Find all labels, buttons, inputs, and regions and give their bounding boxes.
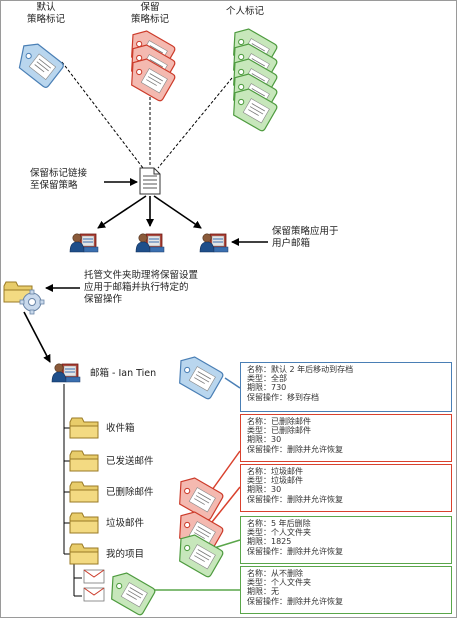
folder-icon bbox=[69, 481, 99, 503]
folder-tree bbox=[63, 384, 82, 597]
folder-gear-icon bbox=[3, 281, 45, 315]
mailbox-user-icon bbox=[199, 233, 229, 253]
tag-box-five-year-delete: 名称：5 年后删除 类型：个人文件夹 期限：1825 保留操作：删除并允许恢复 bbox=[240, 516, 452, 564]
mailbox-user-icon bbox=[69, 233, 99, 253]
folder-label-deleted: 已删除邮件 bbox=[106, 487, 154, 498]
mail-message-icon bbox=[83, 569, 105, 584]
five-year-tag-connector bbox=[213, 539, 241, 549]
personal-tag-stack bbox=[224, 23, 279, 133]
mail-message-icon bbox=[83, 587, 105, 602]
link-note: 保留标记链接 至保留策略 bbox=[30, 168, 88, 191]
tag-box-default-archive: 名称：默认 2 年后移动到存档 类型：全部 期限：730 保留操作：移到存档 bbox=[240, 362, 452, 412]
folder-label-sent: 已发送邮件 bbox=[106, 456, 154, 467]
document-icon bbox=[139, 167, 161, 195]
apply-note: 保留策略应用于 用户邮箱 bbox=[272, 226, 339, 249]
policy-arrow-left bbox=[97, 195, 147, 229]
folder-icon bbox=[69, 450, 99, 472]
default-tag-icon bbox=[10, 37, 66, 90]
tag-box-deleted-items: 名称：已删除邮件 类型：已删除邮件 期限：30 保留操作：删除并允许恢复 bbox=[240, 414, 452, 462]
retention-tag-label: 保留 策略标记 bbox=[130, 2, 169, 25]
folder-label-inbox: 收件箱 bbox=[106, 423, 135, 434]
junk-tag-connector bbox=[211, 486, 241, 523]
default-tag-connector bbox=[224, 377, 241, 389]
tag-icon bbox=[102, 567, 157, 617]
folder-label-my-items: 我的项目 bbox=[106, 549, 145, 560]
tag-box-never-delete: 名称：从不删除 类型：个人文件夹 期限：无 保留操作：删除并允许恢复 bbox=[240, 566, 452, 614]
assistant-mailbox-arrow bbox=[23, 311, 51, 363]
personal-tag-label: 个人标记 bbox=[226, 6, 265, 17]
default-tag-label: 默认 策略标记 bbox=[26, 2, 65, 25]
mailbox-user-icon bbox=[135, 233, 165, 253]
tag-box-junk-email: 名称：垃圾邮件 类型：垃圾邮件 期限：30 保留操作：删除并允许恢复 bbox=[240, 464, 452, 512]
mailbox-user-icon bbox=[51, 363, 81, 383]
assistant-note: 托管文件夹助理将保留设置 应用于邮箱并执行特定的 保留操作 bbox=[84, 270, 199, 305]
mailbox-label: 邮箱 - Ian Tien bbox=[90, 368, 157, 379]
personal-tag-link bbox=[157, 77, 233, 169]
folder-icon bbox=[69, 543, 99, 565]
deleted-tag-connector bbox=[211, 450, 241, 491]
folder-label-junk: 垃圾邮件 bbox=[106, 518, 145, 529]
policy-arrow-right bbox=[153, 195, 202, 229]
retention-tag-stack bbox=[122, 25, 177, 103]
tag-icon bbox=[170, 351, 225, 401]
folder-icon bbox=[69, 417, 99, 439]
folder-icon bbox=[69, 512, 99, 534]
default-tag-link bbox=[61, 61, 144, 169]
